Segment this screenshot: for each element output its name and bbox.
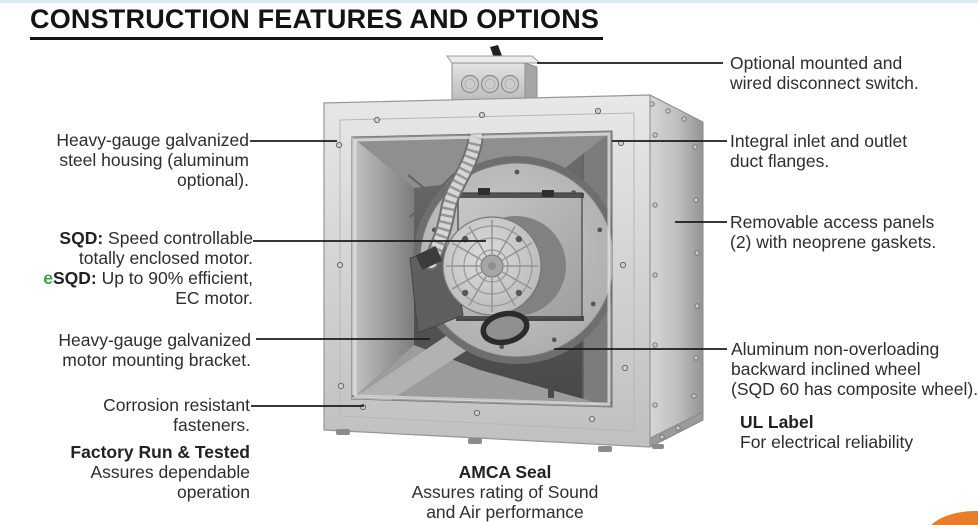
callout-flanges: Integral inlet and outlet duct flanges. <box>730 131 908 171</box>
cavity-interior <box>351 130 613 408</box>
callout-bracket: Heavy-gauge galvanized motor mounting br… <box>58 330 251 370</box>
flexible-conduit <box>415 131 484 270</box>
callout-access-panels: Removable access panels (2) with neopren… <box>730 212 937 252</box>
callout-fasteners: Corrosion resistant fasteners. <box>103 395 250 435</box>
callout-ul-label: UL Label For electrical reliability <box>740 412 914 452</box>
callout-housing: Heavy-gauge galvanized steel housing (al… <box>56 130 249 190</box>
orange-corner-swoosh <box>931 511 978 525</box>
page-title: CONSTRUCTION FEATURES AND OPTIONS <box>30 3 604 41</box>
callout-disconnect: Optional mounted and wired disconnect sw… <box>730 53 919 93</box>
leader-lines <box>250 62 727 407</box>
callout-wheel: Aluminum non-overloading backward inclin… <box>731 339 978 399</box>
callout-factory-tested: Factory Run & Tested Assures dependable … <box>70 442 250 502</box>
top-accent-strip <box>0 0 978 3</box>
frame-screws <box>335 107 629 423</box>
callout-motor: SQD: Speed controllable totally enclosed… <box>43 228 253 308</box>
junction-box <box>446 45 542 101</box>
mounting-feet <box>336 429 664 452</box>
side-access-panel <box>649 94 704 448</box>
esqd-green-e: e <box>43 268 53 288</box>
callout-amca-seal: AMCA Seal Assures rating of Sound and Ai… <box>411 462 599 522</box>
